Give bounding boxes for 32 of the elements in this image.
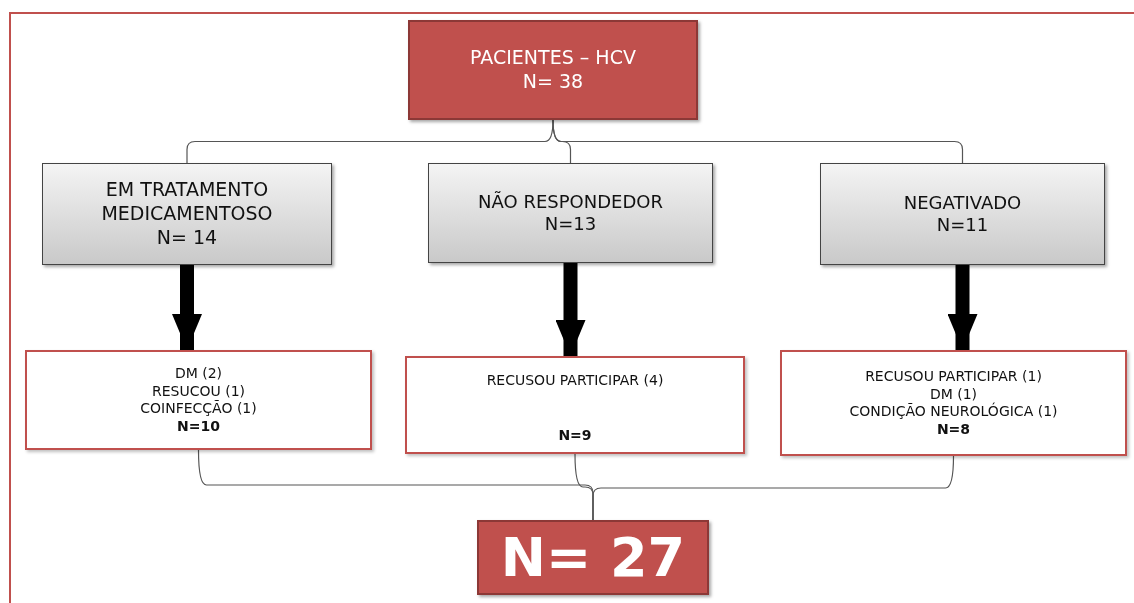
box-label: NÃO RESPONDEDOR xyxy=(478,190,663,213)
box-label: RECUSOU PARTICIPAR (4) xyxy=(486,372,664,390)
result-box xyxy=(405,356,745,454)
count-label: N= 14 xyxy=(156,225,218,250)
box-label: DM (1) xyxy=(929,385,978,402)
result-box xyxy=(477,520,709,595)
count-label: N=10 xyxy=(177,417,220,435)
count-label: N= 38 xyxy=(522,70,584,94)
result-box xyxy=(25,350,372,450)
count-label: N=8 xyxy=(936,420,971,438)
box-label: PACIENTES – HCV xyxy=(470,46,636,70)
process-box xyxy=(42,163,332,265)
down-arrow xyxy=(947,265,978,350)
box-label: COINFECÇÃO (1) xyxy=(140,400,257,418)
process-box xyxy=(820,163,1105,265)
count-label: N=13 xyxy=(544,213,597,236)
count-label: N=11 xyxy=(936,214,989,237)
total-count: N= 27 xyxy=(500,524,686,591)
box-label: RESUCOU (1) xyxy=(152,382,245,400)
box-label: DM (2) xyxy=(174,365,223,383)
bracket-connector xyxy=(592,455,955,521)
count-label: N=9 xyxy=(558,426,592,444)
down-arrow xyxy=(172,265,202,350)
process-box xyxy=(408,20,698,120)
down-arrow xyxy=(555,263,586,356)
box-label: NEGATIVADO xyxy=(903,191,1022,214)
result-box xyxy=(780,350,1127,456)
box-label: EM TRATAMENTO MEDICAMENTOSO xyxy=(100,178,274,226)
bracket-connector xyxy=(552,119,964,164)
process-box xyxy=(428,163,713,263)
box-label: CONDIÇÃO NEUROLÓGICA (1) xyxy=(849,403,1058,421)
box-label: RECUSOU PARTICIPAR (1) xyxy=(865,368,1042,386)
